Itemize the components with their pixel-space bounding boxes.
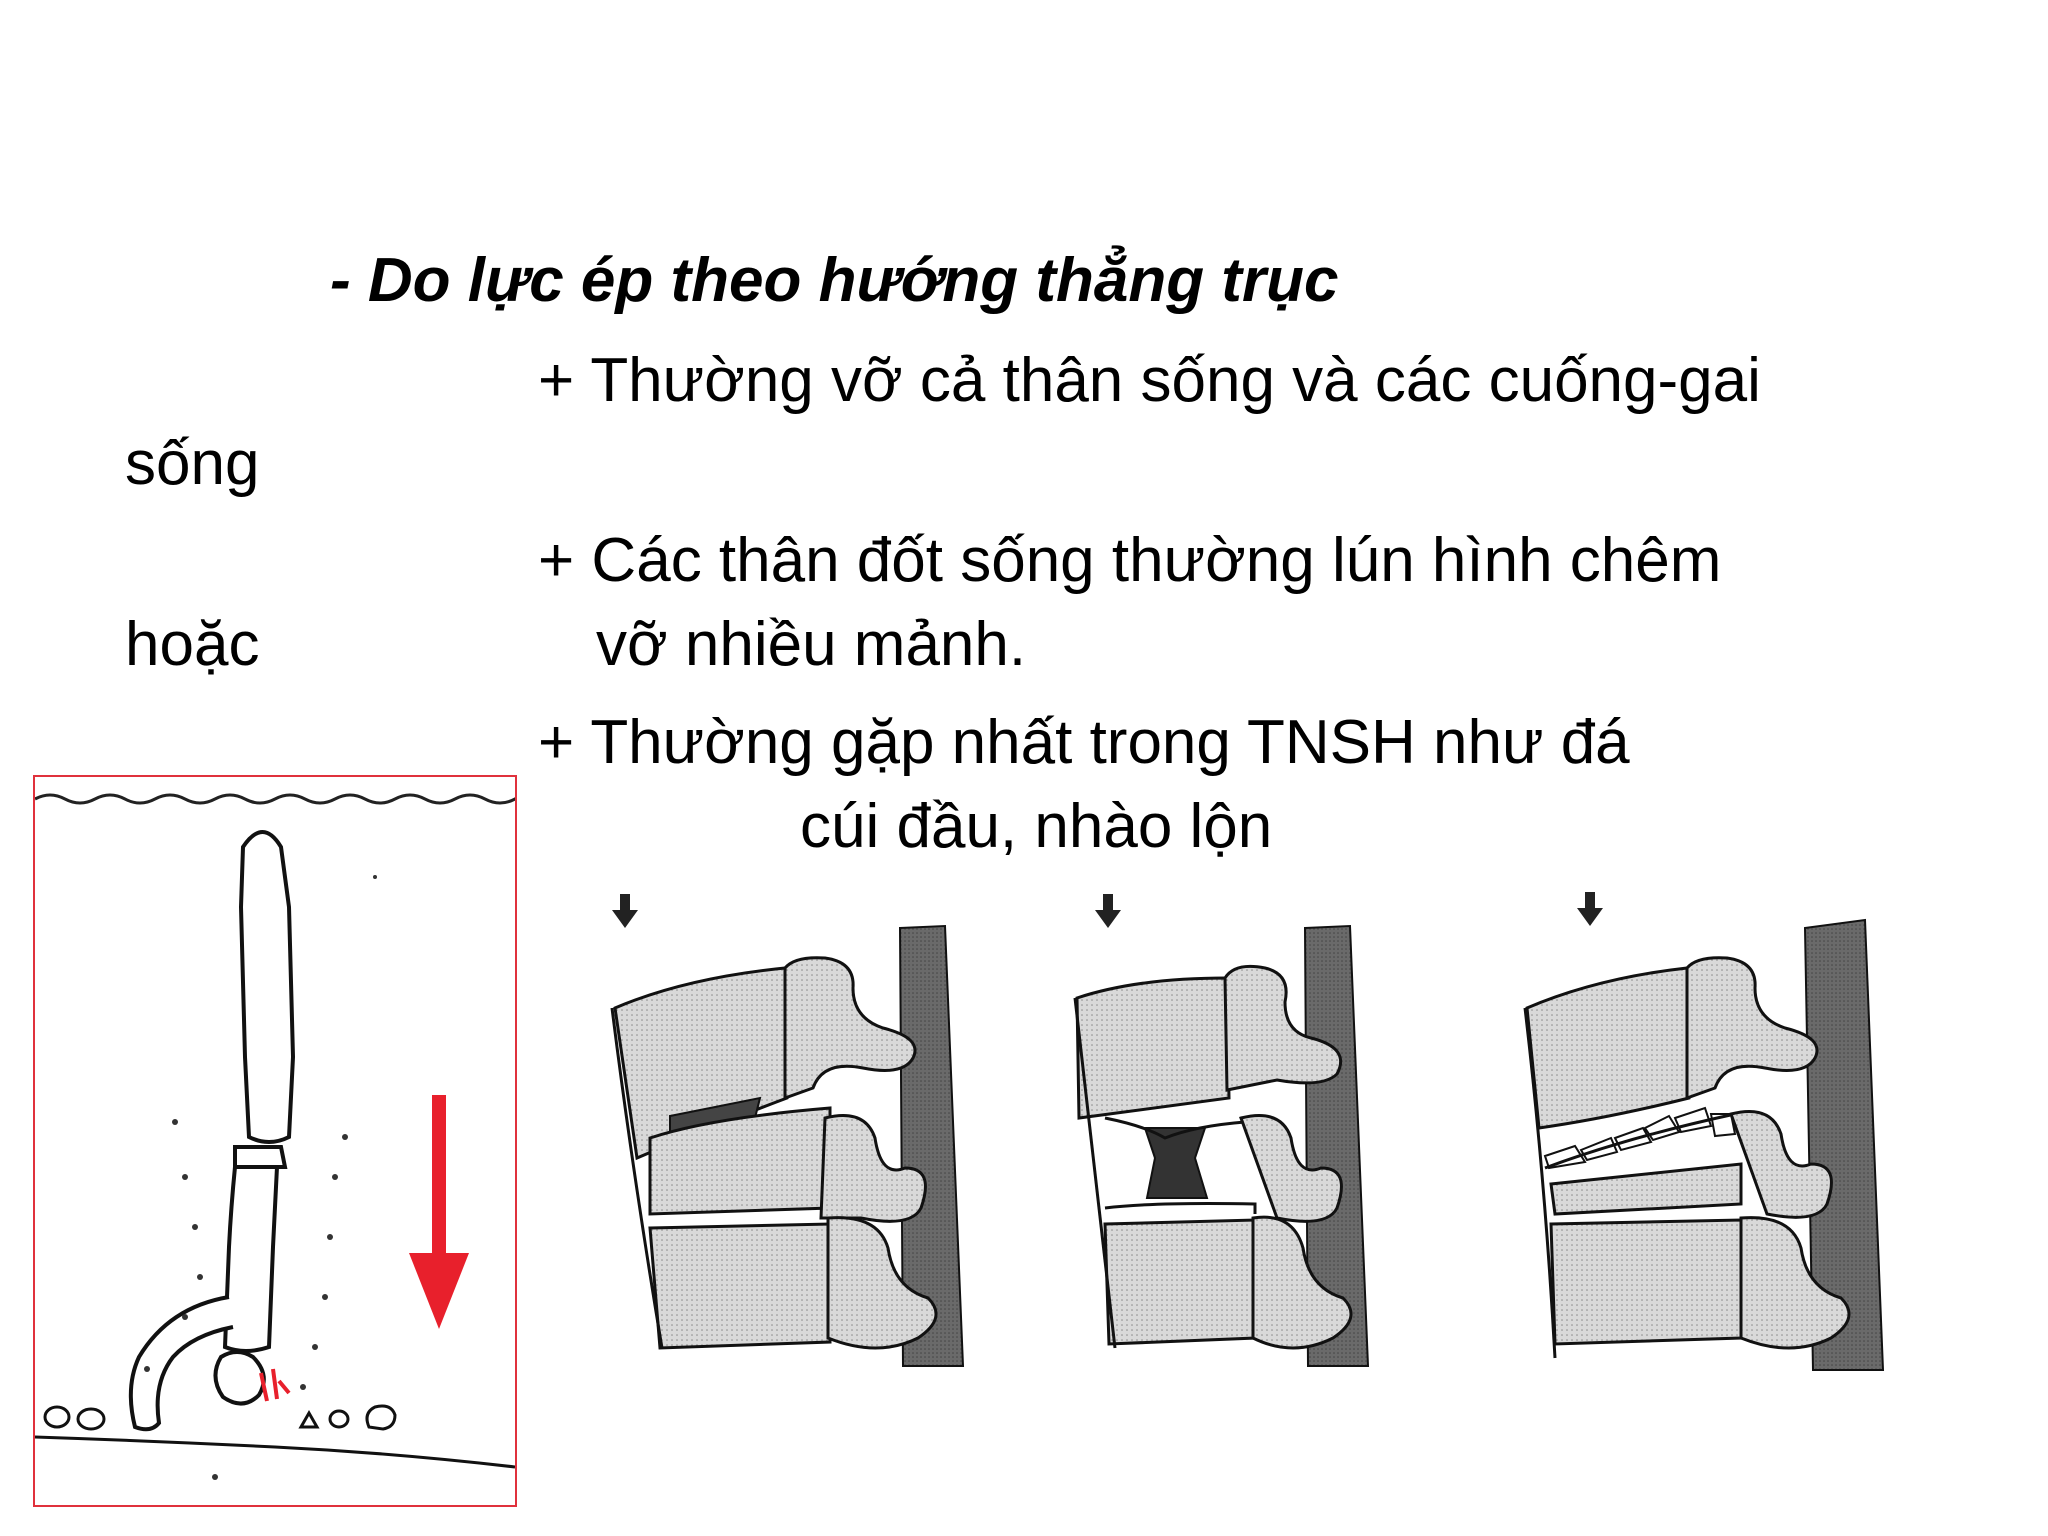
slide-heading: - Do lực ép theo hướng thẳng trục	[330, 246, 1339, 315]
wedge-compression-fracture-icon	[610, 894, 965, 1367]
spine-diagram-burst	[1065, 888, 1465, 1368]
diver-headfirst-icon	[35, 793, 515, 1480]
spine-diagram-wedge	[600, 888, 1000, 1368]
bullet-3-line-1: + Thường gặp nhất trong TNSH như đá	[538, 708, 1630, 777]
comminuted-fracture-icon	[1523, 892, 1885, 1371]
diver-illustration	[33, 775, 517, 1507]
bullet-2-wrap-right: vỡ nhiều mảnh.	[596, 610, 1027, 679]
bullet-2-line-1: + Các thân đốt sống thường lún hình chêm	[538, 526, 1722, 595]
central-burst-fracture-icon	[1073, 894, 1370, 1367]
bullet-1-line-2: sống	[125, 429, 260, 498]
bullet-2-wrap-left: hoặc	[125, 610, 260, 679]
bullet-1-line-1: + Thường vỡ cả thân sống và các cuống-ga…	[538, 346, 1761, 415]
bullet-3-line-2: cúi đầu, nhào lộn	[800, 792, 1273, 861]
spine-diagram-comminuted	[1515, 888, 1935, 1378]
